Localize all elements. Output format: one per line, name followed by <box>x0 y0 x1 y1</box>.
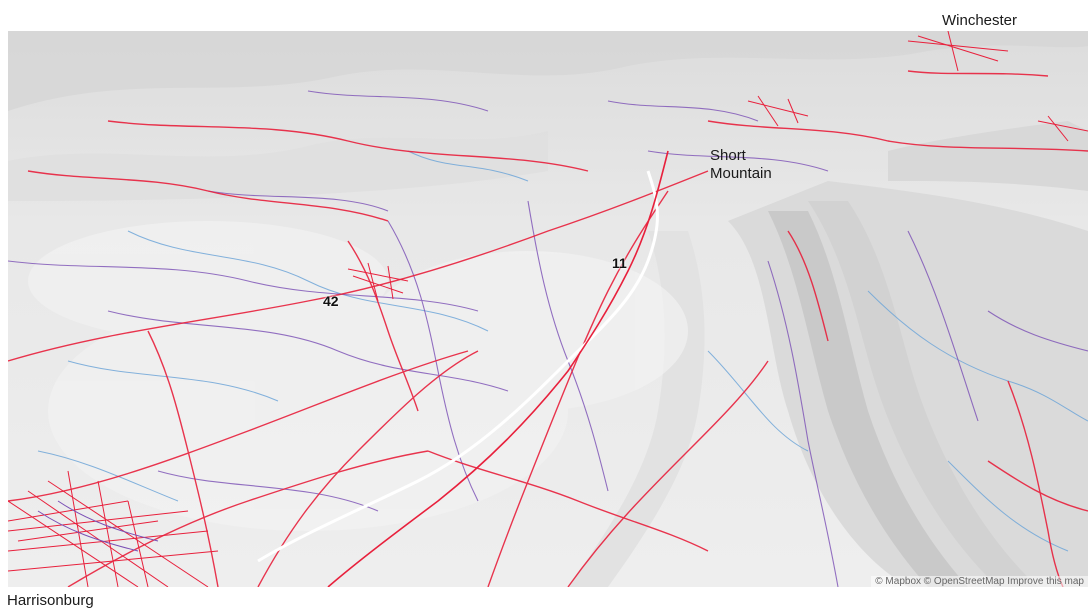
town-harrisonburg <box>8 470 219 587</box>
distant-hills <box>8 31 1088 201</box>
town-route-42 <box>347 262 409 302</box>
route-11-line <box>327 150 669 587</box>
route-label-11: 11 <box>612 255 627 271</box>
place-label-winchester: Winchester <box>942 12 1018 29</box>
map-attribution[interactable]: © Mapbox © OpenStreetMap Improve this ma… <box>871 576 1088 587</box>
major-roads <box>8 70 1088 587</box>
town-mid <box>747 95 809 127</box>
route-label-42: 42 <box>323 293 339 309</box>
place-label-short-mountain-line1: Short <box>710 147 746 164</box>
place-label-harrisonburg: Harrisonburg <box>7 592 94 609</box>
map-canvas[interactable]: © Mapbox © OpenStreetMap Improve this ma… <box>8 31 1088 587</box>
town-winchester <box>907 31 1088 142</box>
streams <box>37 150 1088 552</box>
minor-roads <box>8 90 1088 587</box>
interstate-81 <box>257 170 659 563</box>
place-label-short-mountain-line2: Mountain <box>710 165 772 182</box>
terrain-map-3d[interactable] <box>8 31 1088 587</box>
